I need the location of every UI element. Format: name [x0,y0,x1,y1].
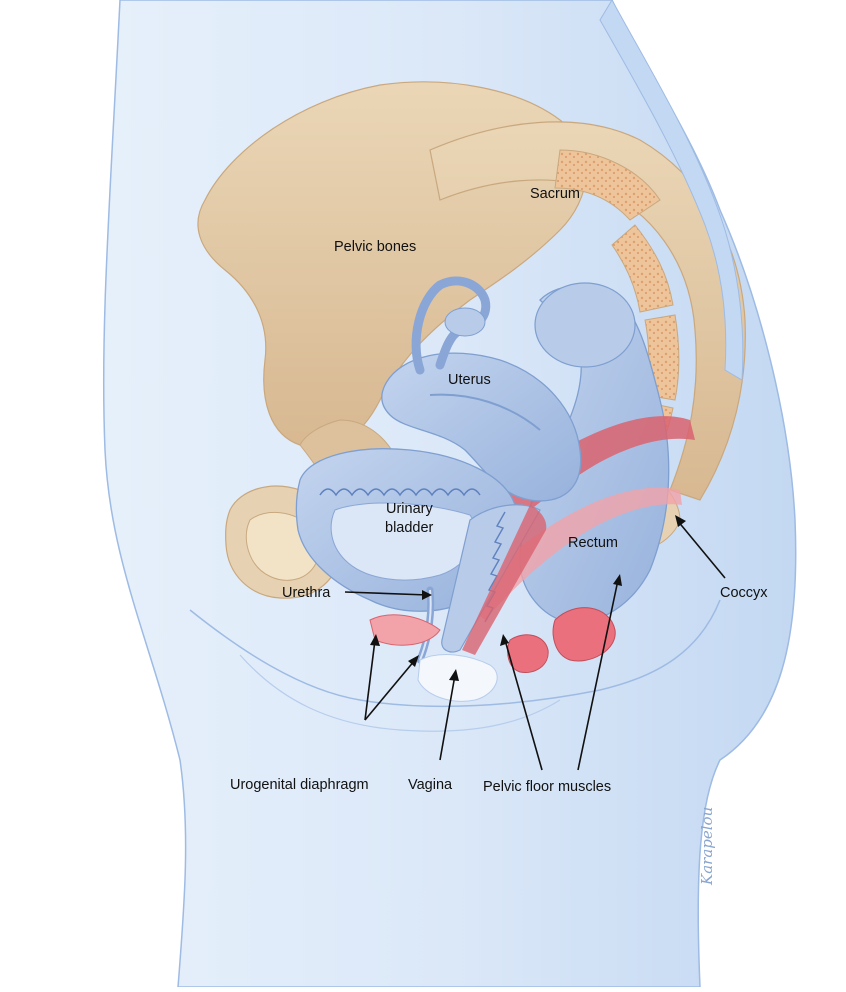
pointer-urogenital-1 [364,639,376,721]
perineal-muscle-right [552,607,616,662]
pelvic-floor-muscle-band-2 [460,487,682,620]
pointer-urethra [344,591,429,596]
ovary-shape [444,307,486,337]
pointer-pelvic-floor-2 [577,579,619,771]
label-uterus: Uterus [448,372,491,388]
spinal-column-shape [599,0,744,381]
perineal-muscle-left [507,634,549,674]
label-coccyx: Coccyx [720,585,768,601]
label-vagina: Vagina [408,777,453,793]
label-urinary-bladder-line1: Urinary [386,501,433,517]
label-pelvic-bones: Pelvic bones [334,239,416,255]
sigmoid-colon-shape [534,282,636,368]
vaginal-wall-muscle [462,505,547,655]
pointer-urogenital-2 [364,659,416,721]
label-pelvic-floor-muscles: Pelvic floor muscles [483,779,611,795]
pointer-vagina [439,674,456,761]
skin-fold-line [189,599,721,708]
artist-signature: Karapelou [698,807,716,886]
label-rectum: Rectum [568,535,618,551]
pointer-lines [344,515,726,771]
uterine-cavity [429,393,541,431]
perineum-outline [239,654,561,732]
bladder-lining-wave [319,488,481,497]
fallopian-tube-shape [411,276,491,375]
pointer-pelvic-floor-1 [504,639,543,771]
label-urinary-bladder-line2: bladder [385,520,434,536]
uterus-shape [381,352,582,502]
label-sacrum: Sacrum [530,186,580,202]
label-urethra: Urethra [282,585,331,601]
bladder-lumen [330,502,477,581]
pointer-coccyx [676,519,726,579]
label-urogenital-diaphragm: Urogenital diaphragm [230,777,369,793]
urogenital-diaphragm-shape [369,614,441,646]
